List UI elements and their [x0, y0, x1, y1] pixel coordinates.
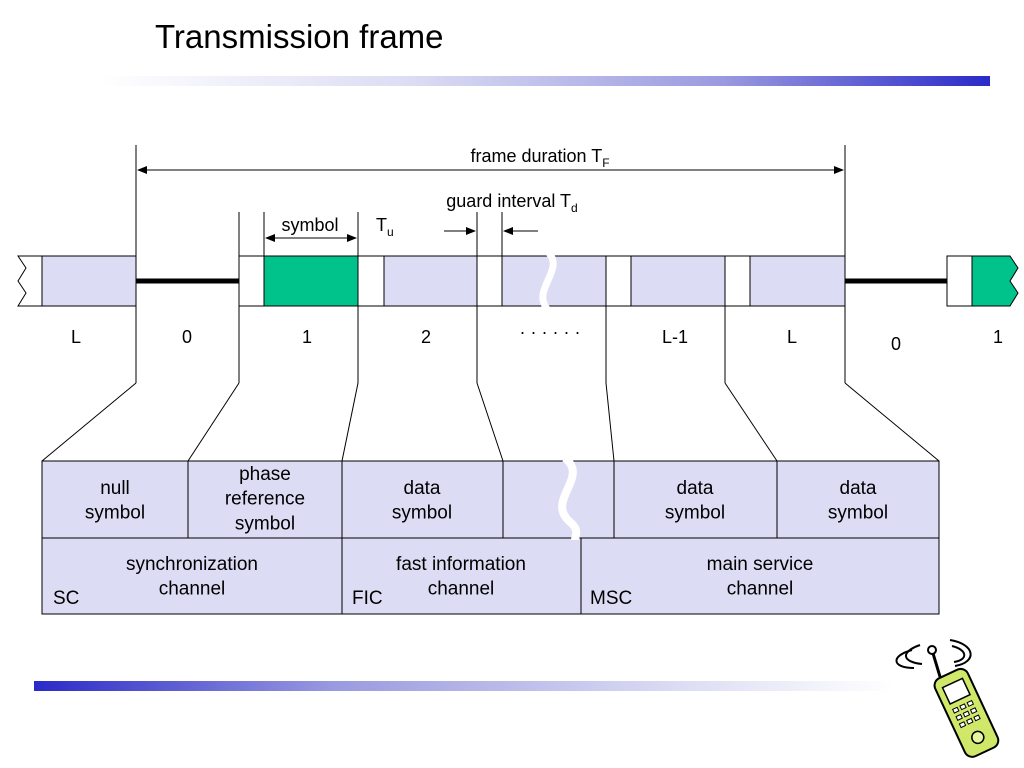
slot-label: L: [71, 327, 81, 347]
break-squiggle: [558, 454, 581, 541]
mobile-phone-icon: [895, 639, 1000, 758]
guard-interval-label: guard interval Td: [446, 191, 577, 215]
channel-abbr-fic: FIC: [352, 588, 383, 609]
slot-label: 1: [302, 327, 312, 347]
guard-box: [946, 255, 973, 307]
slot-label: L-1: [662, 327, 688, 347]
guard-box: [605, 255, 632, 307]
guard-box: [357, 255, 385, 307]
symbol-label: symbol: [281, 215, 338, 235]
slot-box-highlight: [971, 255, 1019, 307]
slot-box: [383, 255, 478, 307]
slot-box-highlight: [263, 255, 359, 307]
channel-abbr-msc: MSC: [590, 588, 632, 609]
slot-box: [41, 255, 137, 307]
slot-label: · · · · · ·: [520, 322, 581, 342]
frame-duration-label: frame duration TF: [470, 146, 609, 170]
channel-row: [41, 537, 940, 615]
useful-time-label: Tu: [376, 215, 394, 239]
frame-timeline: [17, 249, 1019, 313]
slot-label: 0: [182, 327, 192, 347]
slot-box: [749, 255, 846, 307]
slide-title: Transmission frame: [155, 18, 444, 55]
footer-bar: [34, 681, 894, 691]
slot-label: 0: [891, 334, 901, 354]
guard-box: [238, 255, 265, 307]
slot-label: 1: [993, 327, 1003, 347]
guard-box: [724, 255, 751, 307]
title-underline-bar: [100, 76, 990, 86]
slot-label: 2: [421, 327, 431, 347]
slot-label: L: [787, 327, 797, 347]
zoom-connectors: [41, 306, 940, 462]
slot-box: [630, 255, 726, 307]
channel-abbr-sc: SC: [53, 588, 79, 609]
guard-box: [476, 255, 503, 307]
symbol-detail-row: [41, 460, 940, 539]
